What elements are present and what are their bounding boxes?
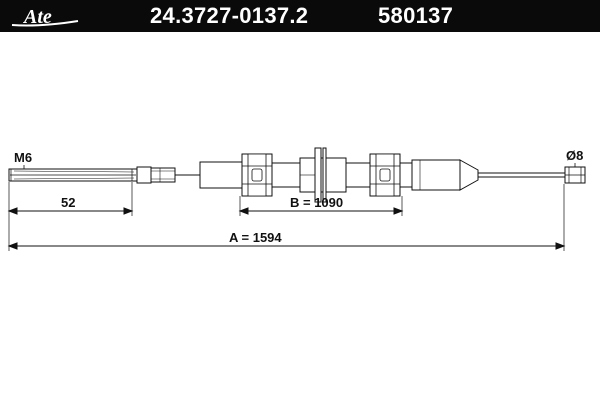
left-threaded-end: [8, 168, 138, 182]
mounting-bracket: [299, 147, 347, 203]
threaded-sleeve: [271, 162, 301, 188]
dimension-label-a: A = 1594: [229, 230, 282, 245]
left-adjuster-nut: [241, 153, 273, 197]
sleeve-right: [345, 162, 371, 188]
extension-lines: [8, 182, 565, 251]
collar: [399, 162, 413, 188]
outer-sheath: [199, 161, 243, 189]
dimension-label-b: B = 1090: [290, 195, 343, 210]
diameter-label-d8: Ø8: [566, 148, 583, 163]
ate-logo-text: Ate: [22, 6, 52, 28]
part-number: 24.3727-0137.2: [150, 3, 309, 28]
thread-label-m6: M6: [14, 150, 32, 165]
dimension-52: [7, 207, 134, 215]
dimension-a: [7, 242, 566, 250]
ate-logo: Ate: [11, 6, 79, 28]
reference-number: 580137: [378, 3, 454, 28]
left-crimp: [136, 166, 176, 184]
dimension-b: [238, 207, 404, 215]
right-adjuster-nut: [369, 153, 401, 197]
tapered-end: [459, 159, 479, 191]
dimension-label-52: 52: [61, 195, 75, 210]
ferrule-body: [411, 159, 461, 191]
logo-swoosh: [11, 20, 79, 27]
header-bar: Ate 24.3727-0137.2 580137: [0, 0, 600, 32]
right-cylinder-end: [564, 166, 586, 184]
